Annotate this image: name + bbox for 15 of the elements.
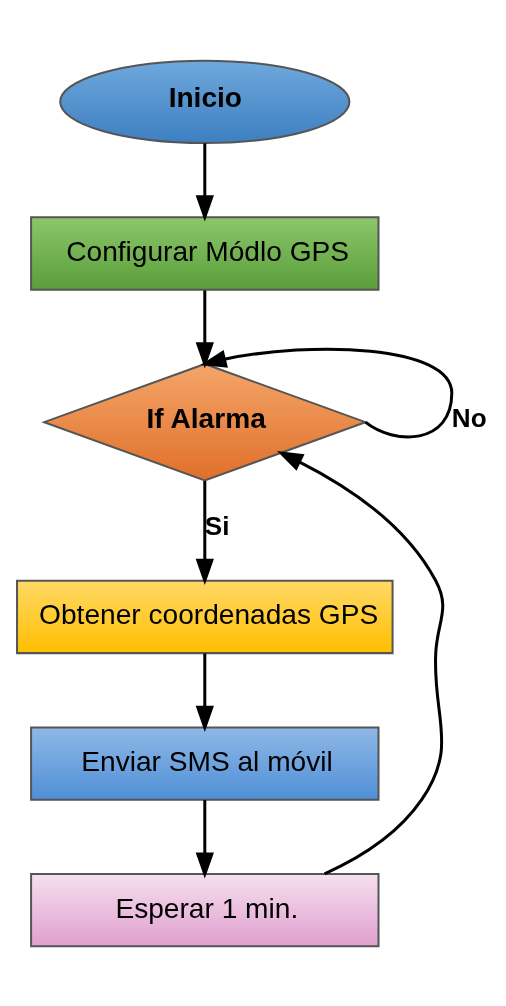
edge-label: Si [204, 510, 229, 541]
arrow [195, 653, 214, 732]
node-box: Configurar Módlo GPS [29, 215, 379, 291]
arrow [276, 450, 444, 875]
node-box: Esperar 1 min. [29, 872, 379, 947]
arrow [195, 289, 214, 368]
node-ellipse: Inicio [58, 59, 350, 144]
arrow [195, 142, 214, 221]
node-box: Obtener coordenadas GPS [15, 579, 394, 654]
edge-label: No [451, 402, 487, 433]
node-diamond: If Alarma [40, 362, 368, 481]
arrow [195, 480, 214, 585]
arrow [199, 347, 453, 438]
node-box: Enviar SMS al móvil [29, 725, 379, 801]
arrow [195, 799, 214, 879]
